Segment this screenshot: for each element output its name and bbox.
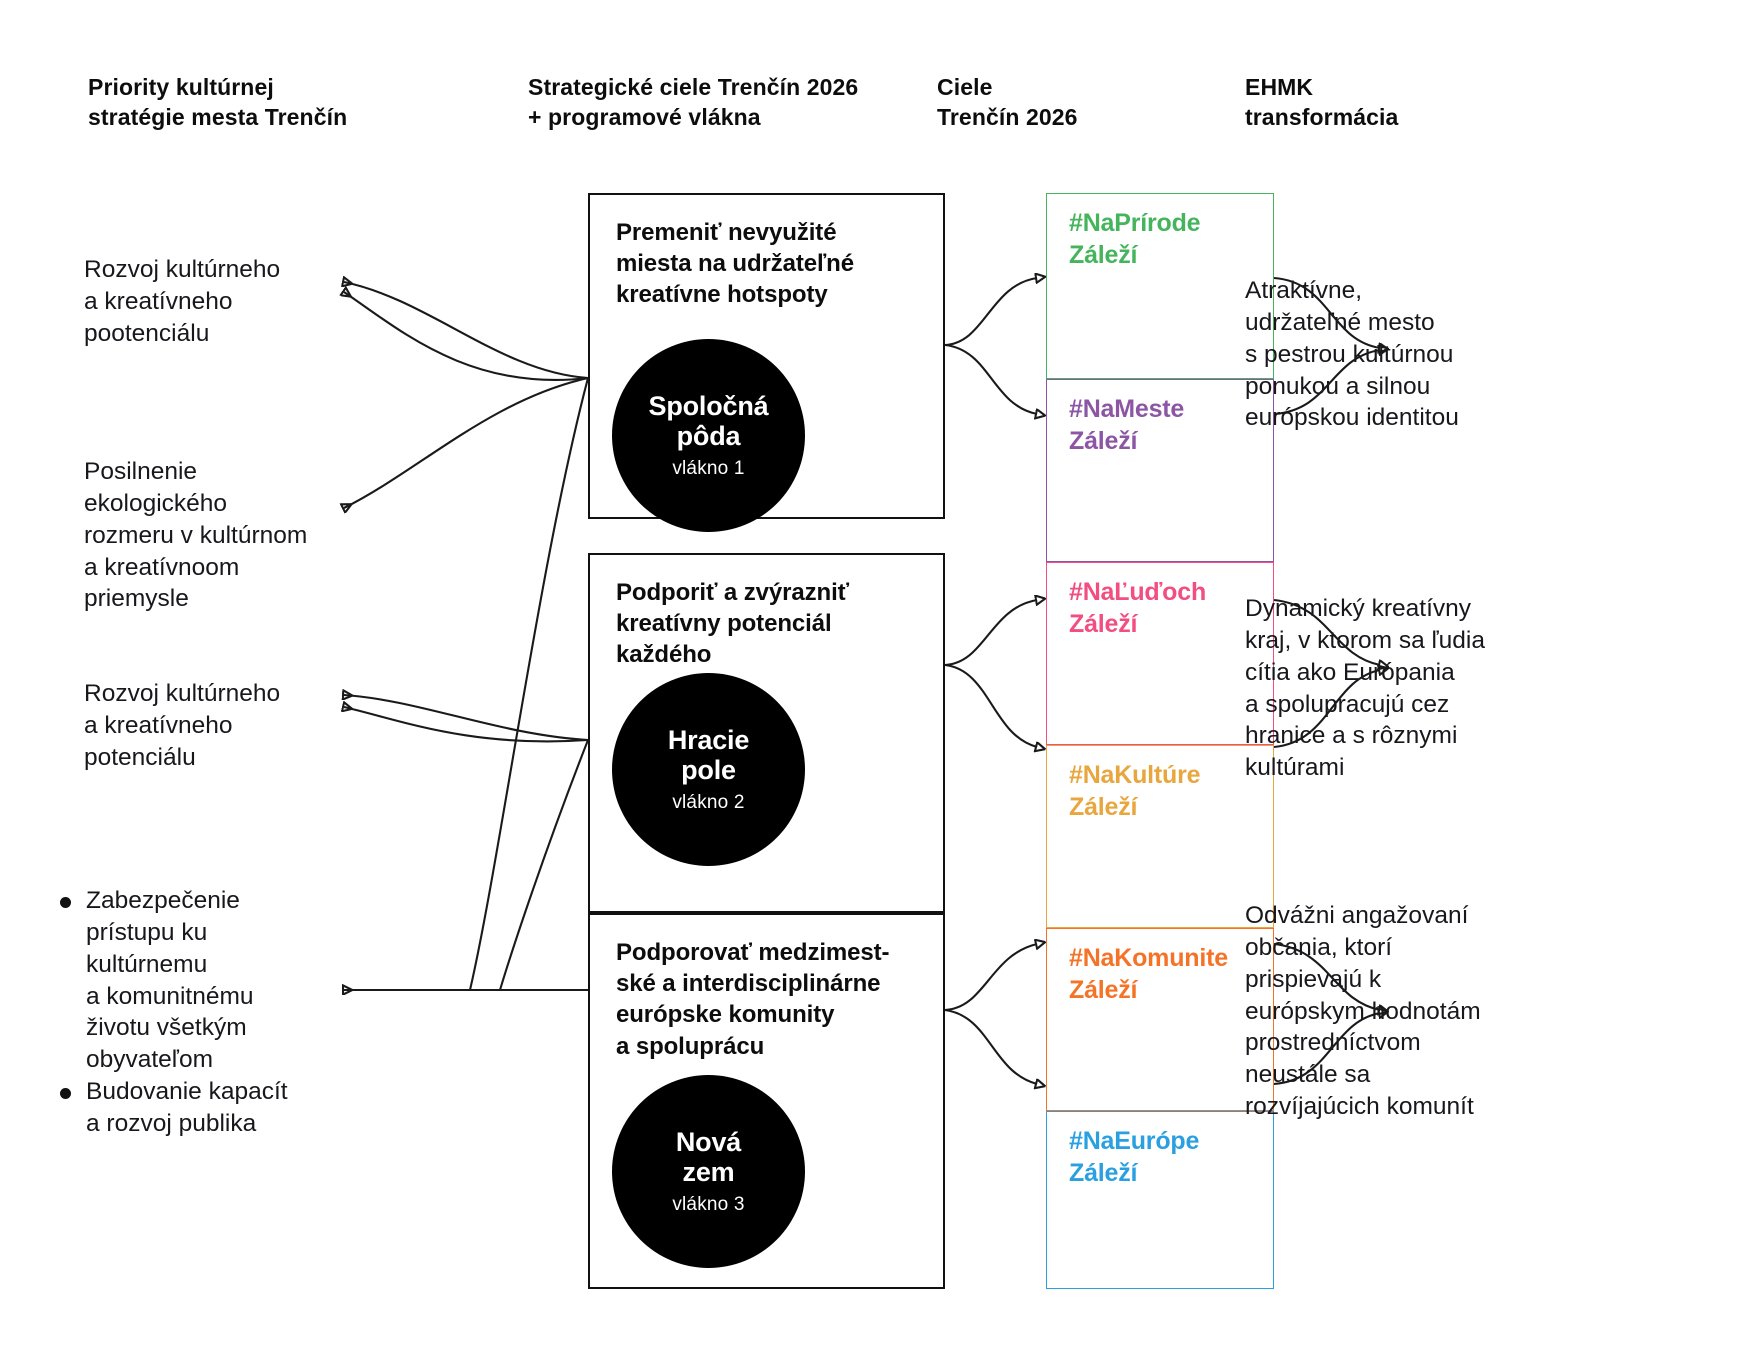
thread-label: vlákno 3 [672, 1194, 745, 1216]
target-tag: #NaKomunite Záleží [1069, 944, 1228, 1004]
thread-circle-3[interactable]: Nová zem vlákno 3 [612, 1075, 805, 1268]
column-heading-targets: Ciele Trenčín 2026 [937, 74, 1078, 131]
priority-item-1: Rozvoj kultúrneho a kreatívneho pootenci… [84, 256, 281, 347]
column-heading-transformation: EHMK transformácia [1245, 74, 1399, 131]
thread-name: Spoločná pôda [648, 390, 769, 451]
column-heading-goals: Strategické ciele Trenčín 2026 + program… [528, 74, 859, 131]
thread-label: vlákno 1 [672, 458, 745, 480]
target-cell-nameste[interactable]: #NaMeste Záleží [1046, 379, 1274, 562]
link-nakomunite-transformation3 [1273, 942, 1380, 1010]
link-goal3-nakomunite [944, 944, 1037, 1012]
link-goal2-bullets [498, 739, 589, 992]
priority-bullet-list: Zabezpečenie prístupu ku kultúrnemu a ko… [56, 885, 366, 1140]
link-goal1-priority1b [344, 292, 589, 381]
link-nakulture-transformation2 [1273, 670, 1380, 749]
goal-title: Podporiť a zvýrazniť kreatívny potenciál… [616, 579, 850, 669]
goal-title: Premeniť nevyužité miesta na udržateľné … [616, 219, 854, 309]
link-nameste-transformation1 [1273, 350, 1380, 416]
goal-box-3[interactable]: Podporovať medzimest- ské a interdiscipl… [588, 913, 945, 1289]
target-cell-naludoch[interactable]: #NaĽuďoch Záleží [1046, 562, 1274, 745]
thread-name: Nová zem [675, 1126, 742, 1187]
goal-box-2[interactable]: Podporiť a zvýrazniť kreatívny potenciál… [588, 553, 945, 913]
link-goal1-nameste [944, 343, 1037, 414]
link-naeurope-transformation3 [1273, 1013, 1380, 1086]
target-cell-naeurope[interactable]: #NaEurópe Záleží [1046, 1111, 1274, 1289]
list-item: Zabezpečenie prístupu ku kultúrnemu a ko… [56, 885, 366, 1076]
link-goal2-nakulture [944, 663, 1037, 747]
link-goal3-naeurope [944, 1008, 1037, 1084]
column-heading-priorities: Priority kultúrnej stratégie mesta Trenč… [88, 74, 348, 131]
link-goal1-naprirode [944, 278, 1037, 347]
link-goal1-priority2 [344, 376, 589, 508]
priority-item-3: Rozvoj kultúrneho a kreatívneho potenciá… [84, 680, 281, 771]
target-cell-nakomunite[interactable]: #NaKomunite Záleží [1046, 928, 1274, 1111]
transformation-item-1: Atraktívne, udržateľné mesto s pestrou k… [1245, 277, 1459, 432]
list-item: Budovanie kapacít a rozvoj publika [56, 1076, 366, 1140]
link-goal1-priority1a [344, 282, 589, 380]
link-naprirode-transformation1 [1273, 276, 1380, 348]
thread-circle-2[interactable]: Hracie pole vlákno 2 [612, 673, 805, 866]
transformation-item-3: Odvážni angažovaní občania, ktorí prispi… [1245, 902, 1481, 1121]
goal-box-1[interactable]: Premeniť nevyužité miesta na udržateľné … [588, 193, 945, 532]
thread-name: Hracie pole [667, 724, 750, 785]
target-cell-naprirode[interactable]: #NaPrírode Záleží [1046, 193, 1274, 379]
link-naludoch-transformation2 [1273, 598, 1380, 665]
link-goal2-naludoch [944, 600, 1037, 667]
priority-item-2: Posilnenie ekologického rozmeru v kultúr… [84, 458, 308, 613]
target-cell-nakulture[interactable]: #NaKultúre Záleží [1046, 745, 1274, 928]
target-tag: #NaPrírode Záleží [1069, 209, 1201, 269]
target-tag: #NaĽuďoch Záleží [1069, 578, 1207, 638]
thread-circle-1[interactable]: Spoločná pôda vlákno 1 [612, 339, 805, 532]
link-goal2-priority3a [344, 695, 589, 742]
link-goal1-bullets [468, 377, 590, 992]
target-tag: #NaEurópe Záleží [1069, 1127, 1200, 1187]
goal-title: Podporovať medzimest- ské a interdiscipl… [616, 939, 890, 1060]
link-goal2-priority3b [344, 707, 589, 743]
target-tag: #NaMeste Záleží [1069, 395, 1185, 455]
thread-label: vlákno 2 [672, 792, 745, 814]
target-tag: #NaKultúre Záleží [1069, 761, 1201, 821]
